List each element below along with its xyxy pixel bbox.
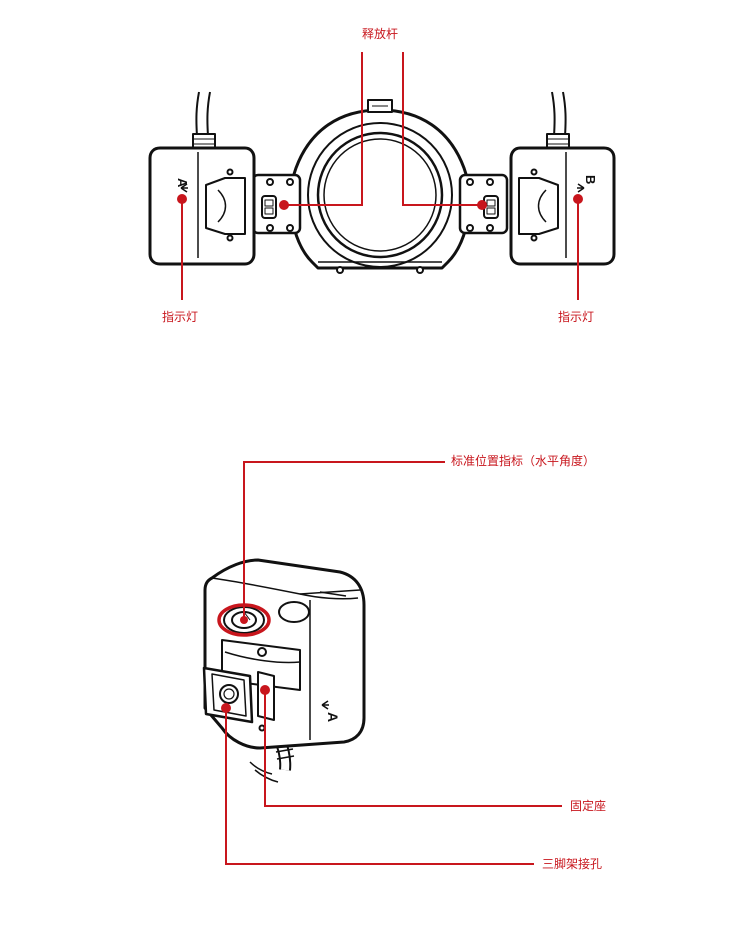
detail-head-mark: A [325,712,341,722]
label-indicator-left: 指示灯 [162,310,199,324]
label-indicator-right: 指示灯 [558,310,595,324]
top-callout-dots [177,194,583,210]
label-reference-mark: 标准位置指标（水平角度） [451,454,596,468]
label-release-lever: 释放杆 [362,27,399,41]
left-head-mark: A [175,178,190,188]
flash-symbol-icon [180,183,585,193]
ring-adapter [289,99,471,274]
left-flash-head [148,146,256,266]
label-tripod-socket: 三脚架接孔 [542,857,603,871]
ring-lite-assembly [148,91,616,274]
label-mounting-base: 固定座 [570,799,607,813]
top-callout-lines [181,52,579,300]
bottom-callout-dots [221,616,270,713]
bottom-callout-lines [225,461,562,865]
right-head-mark: B [583,175,598,184]
flash-head-detail [202,558,366,783]
right-flash-head [509,146,616,266]
